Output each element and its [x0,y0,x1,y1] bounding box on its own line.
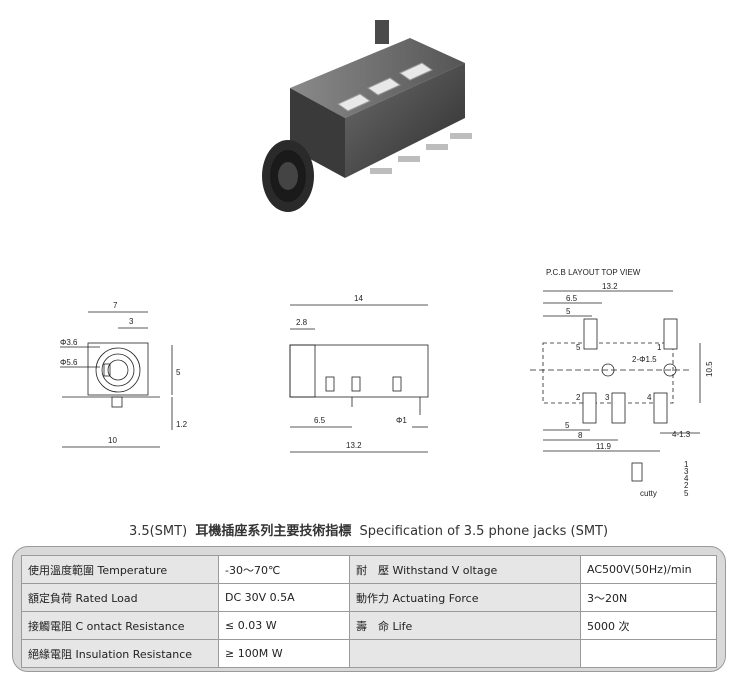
spec-value: ≤ 0.03 W [218,611,350,640]
pcb-dim-132: 13.2 [602,282,618,291]
pcb-dim-8: 8 [578,431,583,440]
schematic-cutty: cutty [640,489,657,498]
spec-value: 3～20N [580,583,717,612]
dim-front-d36: Φ3.6 [60,338,78,347]
spec-label: 動作力 Actuating Force [349,583,581,612]
pcb-header: P.C.B LAYOUT TOP VIEW [546,268,641,277]
spec-table-container: 使用溫度範圍 Temperature -30～70℃ 耐 壓 Withstand… [12,546,726,672]
pcb-pin-2: 2 [576,393,581,402]
dim-front-d56: Φ5.6 [60,358,78,367]
spec-label: 額定負荷 Rated Load [21,583,219,612]
spec-label: 接觸電阻 C ontact Resistance [21,611,219,640]
pcb-pin-4: 4 [647,393,652,402]
pcb-dim-d15: 2-Φ1.5 [632,355,657,364]
spec-value: 5000 次 [580,611,717,640]
spec-title-chinese: 耳機插座系列主要技術指標 [195,524,352,539]
spec-label: 耐 壓 Withstand V oltage [349,555,581,584]
spec-title-english: Specification of 3.5 phone jacks (SMT) [359,524,609,539]
pcb-dim-119: 11.9 [596,442,612,451]
table-row: 額定負荷 Rated Load DC 30V 0.5A 動作力 Actuatin… [21,583,717,612]
table-row: 使用溫度範圍 Temperature -30～70℃ 耐 壓 Withstand… [21,555,717,584]
spec-label: 絕緣電阻 Insulation Resistance [21,639,219,668]
pcb-dim-105: 10.5 [705,361,714,377]
schematic-pin-4: 4 [684,474,689,483]
dim-front-12: 1.2 [176,420,188,429]
product-photo [262,20,472,212]
spec-value: ≥ 100M W [218,639,350,668]
spec-label [349,639,581,668]
dim-side-132: 13.2 [346,441,362,450]
table-row: 接觸電阻 C ontact Resistance ≤ 0.03 W 壽 命 Li… [21,611,717,640]
spec-value: -30～70℃ [218,555,350,584]
pcb-dim-65: 6.5 [566,294,578,303]
spec-table: 使用溫度範圍 Temperature -30～70℃ 耐 壓 Withstand… [21,555,717,668]
schematic-pin-3: 3 [684,467,689,476]
dim-front-7: 7 [113,301,118,310]
dim-side-14: 14 [354,294,363,303]
spec-value [580,639,717,668]
dim-front-5: 5 [176,368,181,377]
dim-side-d1: Φ1 [396,416,407,425]
spec-label: 使用溫度範圍 Temperature [21,555,219,584]
dim-side-65: 6.5 [314,416,326,425]
dim-side-28: 2.8 [296,318,308,327]
dim-front-10: 10 [108,436,117,445]
pcb-pin-1: 1 [657,343,662,352]
front-view-drawing: 7 3 Φ3.6 Φ5.6 5 1.2 10 [60,301,188,448]
schematic-pin-2: 2 [684,481,689,490]
technical-drawings: 7 3 Φ3.6 Φ5.6 5 1.2 10 14 2.8 6.5 Φ1 13.… [60,268,714,498]
pcb-pin-3: 3 [605,393,610,402]
dim-front-3: 3 [129,317,134,326]
pcb-dim-41: 4-1.3 [672,430,691,439]
spec-title-prefix: 3.5(SMT) [128,524,188,539]
pcb-pin-5: 5 [576,343,581,352]
table-row: 絕緣電阻 Insulation Resistance ≥ 100M W [21,639,717,668]
spec-value: AC500V(50Hz)/min [580,555,717,584]
spec-title: 3.5(SMT) 耳機插座系列主要技術指標 Specification of 3… [0,520,737,539]
schematic-pin-5: 5 [684,489,689,498]
side-view-drawing: 14 2.8 6.5 Φ1 13.2 [289,294,429,453]
spec-label: 壽 命 Life [349,611,581,640]
pcb-dim-5b: 5 [565,421,570,430]
pcb-layout-drawing: P.C.B LAYOUT TOP VIEW 13.2 6.5 5 5 1 2-Φ… [530,268,714,498]
schematic-pin-1: 1 [684,460,689,469]
pcb-dim-5a: 5 [566,307,571,316]
spec-value: DC 30V 0.5A [218,583,350,612]
